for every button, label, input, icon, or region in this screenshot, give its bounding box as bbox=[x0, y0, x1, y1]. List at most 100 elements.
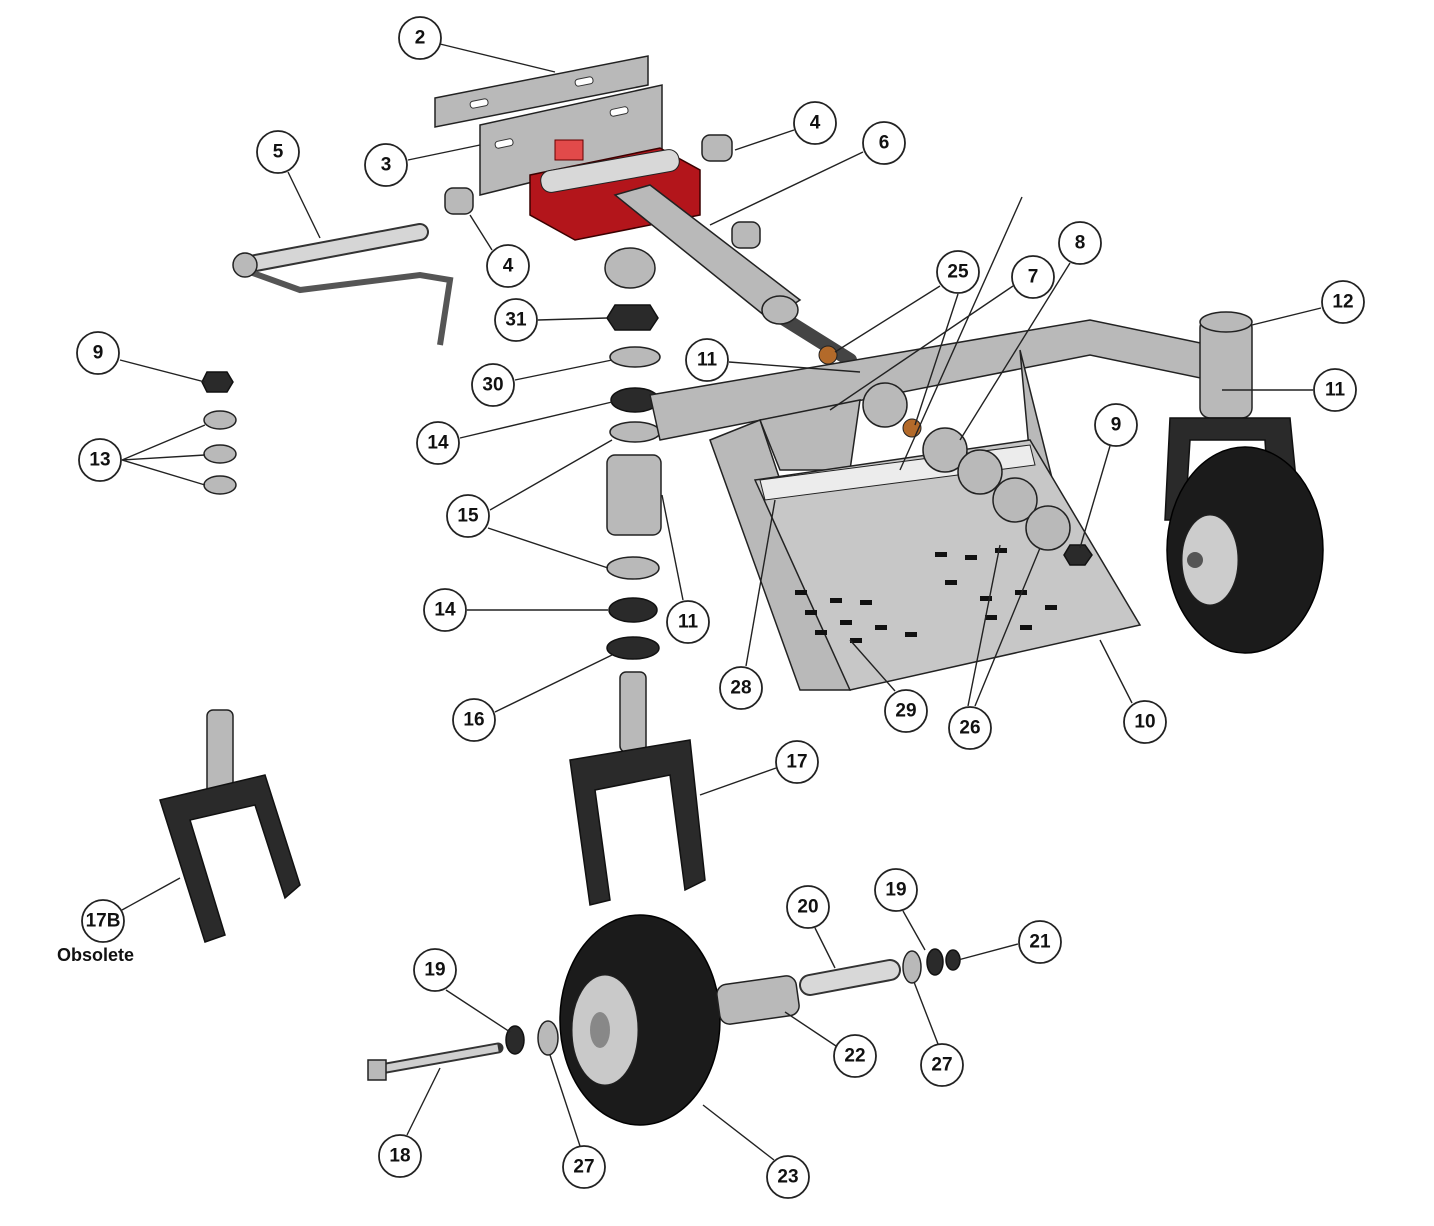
svg-text:7: 7 bbox=[1028, 267, 1039, 288]
nut-21 bbox=[945, 949, 961, 971]
bearing-14 bbox=[608, 597, 658, 623]
callout-4: 4 bbox=[793, 101, 837, 145]
callout-4: 4 bbox=[486, 244, 530, 288]
svg-text:27: 27 bbox=[573, 1157, 594, 1178]
svg-text:22: 22 bbox=[844, 1046, 865, 1067]
callout-22: 22 bbox=[833, 1034, 877, 1078]
wheel-23 bbox=[559, 914, 721, 1126]
callout-18: 18 bbox=[378, 1134, 422, 1178]
obsolete-note: Obsolete bbox=[57, 945, 134, 965]
callout-27: 27 bbox=[562, 1145, 606, 1189]
callout-25: 25 bbox=[936, 250, 980, 294]
callout-13: 13 bbox=[78, 438, 122, 482]
callout-19: 19 bbox=[874, 868, 918, 912]
callout-5: 5 bbox=[256, 130, 300, 174]
svg-text:9: 9 bbox=[1111, 415, 1122, 436]
callout-14: 14 bbox=[416, 421, 460, 465]
svg-text:4: 4 bbox=[810, 113, 821, 134]
svg-text:4: 4 bbox=[503, 256, 514, 277]
washer-27 bbox=[537, 1020, 559, 1056]
callout-9: 9 bbox=[76, 331, 120, 375]
svg-text:6: 6 bbox=[879, 133, 890, 154]
callout-14: 14 bbox=[423, 588, 467, 632]
svg-text:14: 14 bbox=[427, 433, 449, 454]
washer-19 bbox=[505, 1025, 525, 1055]
callout-26: 26 bbox=[948, 706, 992, 750]
callout-10: 10 bbox=[1123, 700, 1167, 744]
svg-text:15: 15 bbox=[457, 506, 479, 527]
svg-text:11: 11 bbox=[697, 350, 718, 371]
callout-7: 7 bbox=[1011, 255, 1055, 299]
bearing-race-15 bbox=[609, 421, 661, 443]
svg-text:17B: 17B bbox=[86, 911, 121, 932]
bushing-4 bbox=[701, 134, 733, 162]
callout-16: 16 bbox=[452, 698, 496, 742]
spacer-26 bbox=[992, 477, 1038, 523]
lock-washer-13 bbox=[203, 475, 237, 495]
washer-19 bbox=[926, 948, 944, 976]
callout-3: 3 bbox=[364, 143, 408, 187]
callout-11: 11 bbox=[666, 600, 710, 644]
svg-text:19: 19 bbox=[885, 880, 906, 901]
svg-text:26: 26 bbox=[959, 718, 980, 739]
washer-30 bbox=[609, 346, 661, 368]
svg-text:3: 3 bbox=[381, 155, 392, 176]
callout-9: 9 bbox=[1094, 403, 1138, 447]
svg-text:12: 12 bbox=[1332, 292, 1353, 313]
svg-text:8: 8 bbox=[1075, 233, 1086, 254]
callout-17b: 17B bbox=[81, 899, 125, 943]
nut-9 bbox=[1063, 544, 1093, 566]
callout-29: 29 bbox=[884, 689, 928, 733]
svg-text:20: 20 bbox=[797, 897, 818, 918]
leader-lines bbox=[119, 43, 1322, 1161]
callout-8: 8 bbox=[1058, 221, 1102, 265]
deck-plate-28 bbox=[709, 349, 1142, 691]
callout-2: 2 bbox=[398, 16, 442, 60]
svg-text:30: 30 bbox=[482, 375, 503, 396]
svg-text:19: 19 bbox=[424, 960, 445, 981]
svg-text:11: 11 bbox=[1325, 380, 1346, 401]
svg-text:28: 28 bbox=[730, 678, 751, 699]
svg-text:27: 27 bbox=[931, 1055, 952, 1076]
svg-text:16: 16 bbox=[463, 710, 484, 731]
svg-text:13: 13 bbox=[89, 450, 110, 471]
bushing-25 bbox=[818, 345, 838, 365]
callout-19: 19 bbox=[413, 948, 457, 992]
callout-21: 21 bbox=[1018, 920, 1062, 964]
dust-cap bbox=[604, 247, 656, 289]
svg-text:9: 9 bbox=[93, 343, 104, 364]
callout-11: 11 bbox=[1313, 368, 1357, 412]
callout-23: 23 bbox=[766, 1155, 810, 1199]
spacer-26 bbox=[922, 427, 968, 473]
spindle-housing-11 bbox=[606, 454, 662, 536]
svg-text:23: 23 bbox=[777, 1167, 798, 1188]
bushing bbox=[731, 221, 761, 249]
deck-holes-29 bbox=[795, 548, 1057, 643]
callout-27: 27 bbox=[920, 1043, 964, 1087]
callout-11: 11 bbox=[685, 338, 729, 382]
spacer-26 bbox=[1025, 505, 1071, 551]
svg-text:10: 10 bbox=[1134, 712, 1155, 733]
seal-16 bbox=[606, 636, 660, 660]
spacer bbox=[862, 382, 908, 428]
castle-nut-31 bbox=[606, 304, 659, 331]
nut-9 bbox=[201, 371, 234, 393]
lock-washer-13 bbox=[203, 444, 237, 464]
callout-31: 31 bbox=[494, 298, 538, 342]
bolt-18 bbox=[367, 1042, 504, 1081]
svg-text:14: 14 bbox=[434, 600, 456, 621]
caster-fork-17 bbox=[569, 671, 706, 906]
svg-text:17: 17 bbox=[786, 752, 807, 773]
svg-text:5: 5 bbox=[273, 142, 284, 163]
spacer-26 bbox=[957, 449, 1003, 495]
svg-text:25: 25 bbox=[947, 262, 969, 283]
washer-27 bbox=[902, 950, 922, 984]
svg-text:11: 11 bbox=[678, 612, 699, 633]
svg-text:21: 21 bbox=[1029, 932, 1051, 953]
callout-6: 6 bbox=[862, 121, 906, 165]
roller-bearing-22 bbox=[716, 975, 800, 1025]
svg-text:31: 31 bbox=[505, 310, 527, 331]
right-caster-wheel bbox=[1164, 311, 1324, 654]
svg-text:2: 2 bbox=[415, 28, 426, 49]
callout-15: 15 bbox=[446, 494, 490, 538]
